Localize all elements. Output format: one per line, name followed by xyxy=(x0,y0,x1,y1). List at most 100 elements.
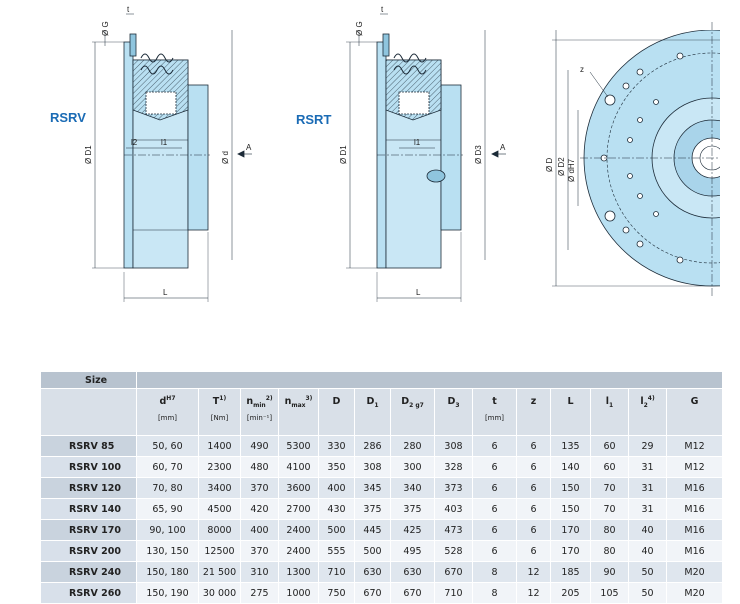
rsrv-dim-l2: l2 xyxy=(131,138,138,147)
column-header: D1 xyxy=(354,388,391,436)
column-symbol: l xyxy=(640,396,644,408)
rsrv-dim-a: A xyxy=(246,143,252,152)
column-superscript: 2) xyxy=(265,395,273,402)
table-cell: 310 xyxy=(240,561,279,583)
table-cell: 170 xyxy=(550,540,591,562)
table-cell: 630 xyxy=(390,561,435,583)
table-cell: 140 xyxy=(550,456,591,478)
table-cell: 280 xyxy=(390,435,435,457)
table-cell: M16 xyxy=(665,540,724,562)
table-cell: 430 xyxy=(318,498,355,520)
table-cell: 555 xyxy=(318,540,355,562)
table-cell: 40 xyxy=(628,519,667,541)
rsrv-drawing xyxy=(92,13,252,302)
table-cell: 473 xyxy=(434,519,473,541)
column-header: nmax3) xyxy=(278,388,319,436)
table-cell: 12 xyxy=(516,561,551,583)
table-cell: 6 xyxy=(516,477,551,499)
table-cell: 205 xyxy=(550,582,591,604)
table-cell: 50 xyxy=(628,582,667,604)
column-symbol: t xyxy=(492,396,497,408)
table-cell: 6 xyxy=(472,477,517,499)
column-unit: [mm] xyxy=(157,414,178,423)
table-cell: 30 000 xyxy=(198,582,241,604)
table-cell: 308 xyxy=(354,456,391,478)
table-cell: 710 xyxy=(434,582,473,604)
column-subscript: max xyxy=(291,402,306,410)
rsrv-dimension-labels: Ø G t Ø D1 Ø d l2 l1 L A xyxy=(84,5,252,297)
column-symbol: G xyxy=(690,396,699,408)
column-subscript: min xyxy=(253,402,266,410)
front-dim-d2: Ø D2 xyxy=(557,157,566,176)
table-cell: 345 xyxy=(354,477,391,499)
table-cell: 29 xyxy=(628,435,667,457)
table-cell: 370 xyxy=(240,477,279,499)
column-unit: [Nm] xyxy=(210,414,229,423)
table-cell: 31 xyxy=(628,456,667,478)
table-cell: 2300 xyxy=(198,456,241,478)
table-cell: 150 xyxy=(550,477,591,499)
row-size-label: RSRV 170 xyxy=(40,519,137,541)
size-column-header xyxy=(40,388,137,436)
table-cell: 350 xyxy=(318,456,355,478)
rsrt-dim-l1: l1 xyxy=(414,138,421,147)
table-cell: M20 xyxy=(665,561,724,583)
front-dim-d: Ø D xyxy=(545,158,554,172)
column-symbol: D xyxy=(401,396,410,408)
rsrt-drawing xyxy=(346,13,506,302)
table-cell: 6 xyxy=(472,498,517,520)
table-cell: 5300 xyxy=(278,435,319,457)
table-cell: 400 xyxy=(318,477,355,499)
table-cell: M16 xyxy=(665,519,724,541)
column-header: dH7[mm] xyxy=(136,388,199,436)
table-cell: 6 xyxy=(516,540,551,562)
table-cell: M12 xyxy=(665,456,724,478)
table-cell: 4500 xyxy=(198,498,241,520)
table-cell: 286 xyxy=(354,435,391,457)
table-cell: 70, 80 xyxy=(136,477,199,499)
table-cell: 105 xyxy=(590,582,629,604)
table-cell: 6 xyxy=(516,435,551,457)
column-symbol: n xyxy=(246,396,254,408)
table-cell: 400 xyxy=(240,519,279,541)
table-cell: M12 xyxy=(665,435,724,457)
column-subscript: 1 xyxy=(609,402,614,410)
column-header: nmin2) [min⁻¹] xyxy=(240,388,279,436)
front-dim-dh7: Ø dH7 xyxy=(567,158,576,182)
column-unit: [min⁻¹] xyxy=(246,414,273,423)
column-superscript: 4) xyxy=(647,395,655,402)
column-superscript: 1) xyxy=(219,395,227,402)
row-size-label: RSRV 200 xyxy=(40,540,137,562)
table-cell: 403 xyxy=(434,498,473,520)
table-cell: 40 xyxy=(628,540,667,562)
table-cell: 60 xyxy=(590,456,629,478)
column-header: l24) xyxy=(628,388,667,436)
rsrt-title: RSRT xyxy=(296,112,332,127)
rsrt-slot xyxy=(426,169,446,183)
column-symbol: l xyxy=(605,396,610,408)
table-cell: 2400 xyxy=(278,540,319,562)
table-cell: 370 xyxy=(240,540,279,562)
table-cell: 500 xyxy=(318,519,355,541)
table-cell: 3400 xyxy=(198,477,241,499)
table-cell: 50, 60 xyxy=(136,435,199,457)
table-cell: 670 xyxy=(354,582,391,604)
table-cell: 670 xyxy=(390,582,435,604)
table-cell: 1400 xyxy=(198,435,241,457)
table-cell: 328 xyxy=(434,456,473,478)
row-size-label: RSRV 240 xyxy=(40,561,137,583)
table-cell: 8 xyxy=(472,582,517,604)
table-cell: 330 xyxy=(318,435,355,457)
rsrt-spring xyxy=(393,53,427,75)
table-cell: 31 xyxy=(628,498,667,520)
rsrt-dim-a: A xyxy=(500,143,506,152)
table-cell: 150, 190 xyxy=(136,582,199,604)
column-header: D3 xyxy=(434,388,473,436)
